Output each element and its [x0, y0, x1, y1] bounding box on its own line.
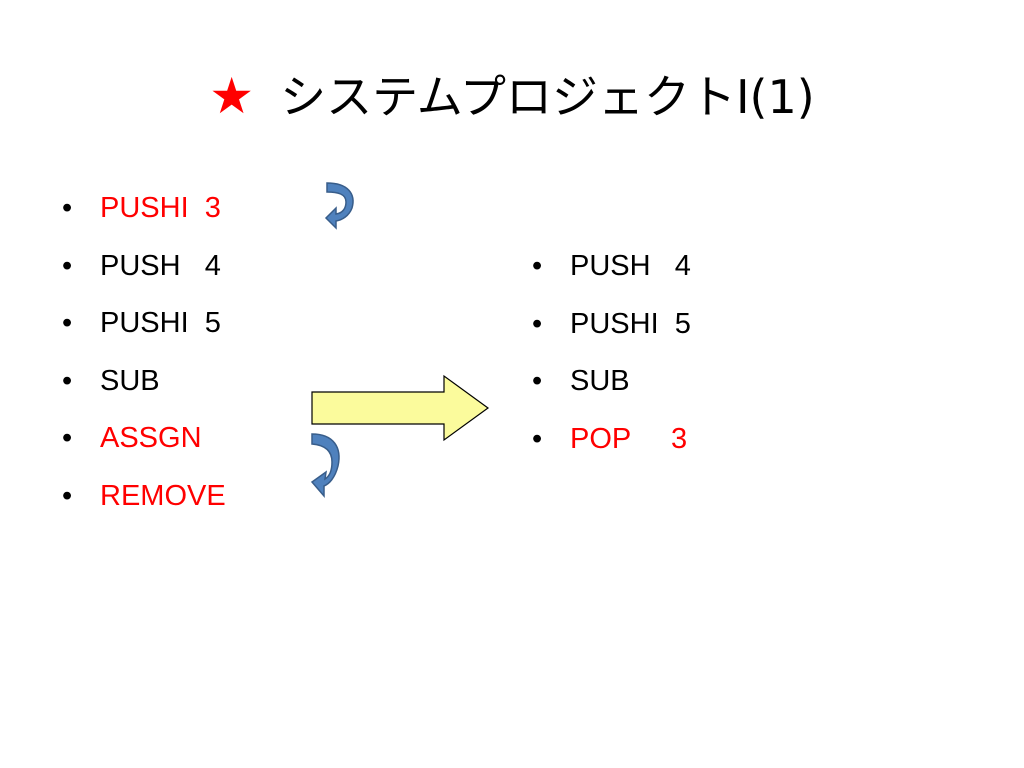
list-item: PUSHI 5 [60, 295, 226, 353]
list-item: REMOVE [60, 468, 226, 526]
list-item: SUB [60, 353, 226, 411]
title-text: システムプロジェクトⅠ(1) [280, 70, 815, 124]
list-item: PUSH 4 [530, 238, 691, 296]
list-item: PUSH 4 [60, 238, 226, 296]
slide-title: ★ システムプロジェクトⅠ(1) [0, 58, 1024, 135]
curved-arrow-icon [310, 433, 340, 499]
list-item: PUSHI 5 [530, 296, 691, 354]
curved-arrow-icon [324, 182, 354, 230]
left-instruction-list: PUSHI 3 PUSH 4 PUSHI 5 SUB ASSGN REMOVE [60, 180, 226, 525]
right-arrow-icon [311, 374, 490, 442]
right-instruction-list: PUSH 4 PUSHI 5 SUB POP 3 [530, 238, 691, 468]
list-item: SUB [530, 353, 691, 411]
star-icon: ★ [209, 67, 255, 125]
list-item: POP 3 [530, 411, 691, 469]
list-item: PUSHI 3 [60, 180, 226, 238]
list-item: ASSGN [60, 410, 226, 468]
